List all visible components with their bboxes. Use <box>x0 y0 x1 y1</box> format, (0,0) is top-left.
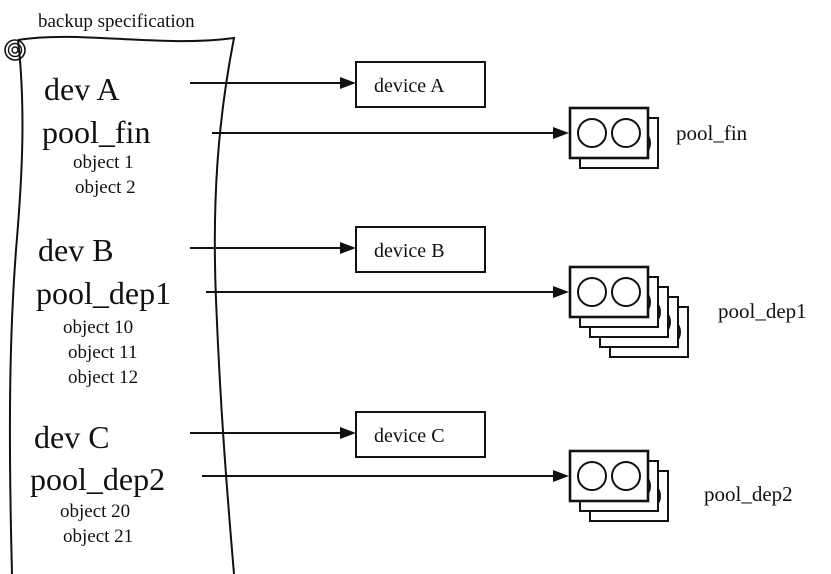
arrow-dev-c-to-device-c <box>190 427 356 439</box>
tape-stack-pool-dep2 <box>568 449 669 522</box>
spec-pool-dep1: pool_dep1 <box>36 275 171 311</box>
device-box-b: device B <box>355 226 486 273</box>
pool-dep1-label: pool_dep1 <box>718 299 807 323</box>
spec-object-20: object 20 <box>60 501 130 522</box>
spec-pool-fin: pool_fin <box>42 114 150 150</box>
tape-cartridge-icon <box>568 449 650 503</box>
tape-cartridge-icon <box>568 106 650 160</box>
spec-dev-b: dev B <box>38 232 114 268</box>
device-box-a: device A <box>355 61 486 108</box>
spec-object-21: object 21 <box>63 526 133 547</box>
arrow-dev-b-to-device-b <box>190 242 356 254</box>
spec-object-12: object 12 <box>68 367 138 388</box>
spec-title: backup specification <box>38 11 195 32</box>
scroll-icon <box>4 35 236 574</box>
arrow-pool-fin-to-tapes <box>212 127 569 139</box>
spec-pool-dep2: pool_dep2 <box>30 461 165 497</box>
device-c-label: device C <box>374 425 445 447</box>
device-b-label: device B <box>374 240 445 262</box>
spec-dev-c: dev C <box>34 419 110 455</box>
spec-object-2: object 2 <box>75 177 136 198</box>
connector-arrows <box>190 77 569 482</box>
spec-dev-a: dev A <box>44 71 120 107</box>
device-a-label: device A <box>374 75 445 97</box>
tape-stack-pool-dep1 <box>568 265 689 358</box>
spec-object-1: object 1 <box>73 152 134 173</box>
spec-object-11: object 11 <box>68 342 137 363</box>
arrow-pool-dep1-to-tapes <box>206 286 569 298</box>
arrow-dev-a-to-device-a <box>190 77 356 89</box>
device-box-c: device C <box>355 411 486 458</box>
spec-object-10: object 10 <box>63 317 133 338</box>
tape-stack-pool-fin <box>568 106 659 169</box>
pool-fin-label: pool_fin <box>676 121 748 145</box>
arrow-pool-dep2-to-tapes <box>202 470 569 482</box>
pool-dep2-label: pool_dep2 <box>704 482 793 506</box>
tape-cartridge-icon <box>568 265 650 319</box>
